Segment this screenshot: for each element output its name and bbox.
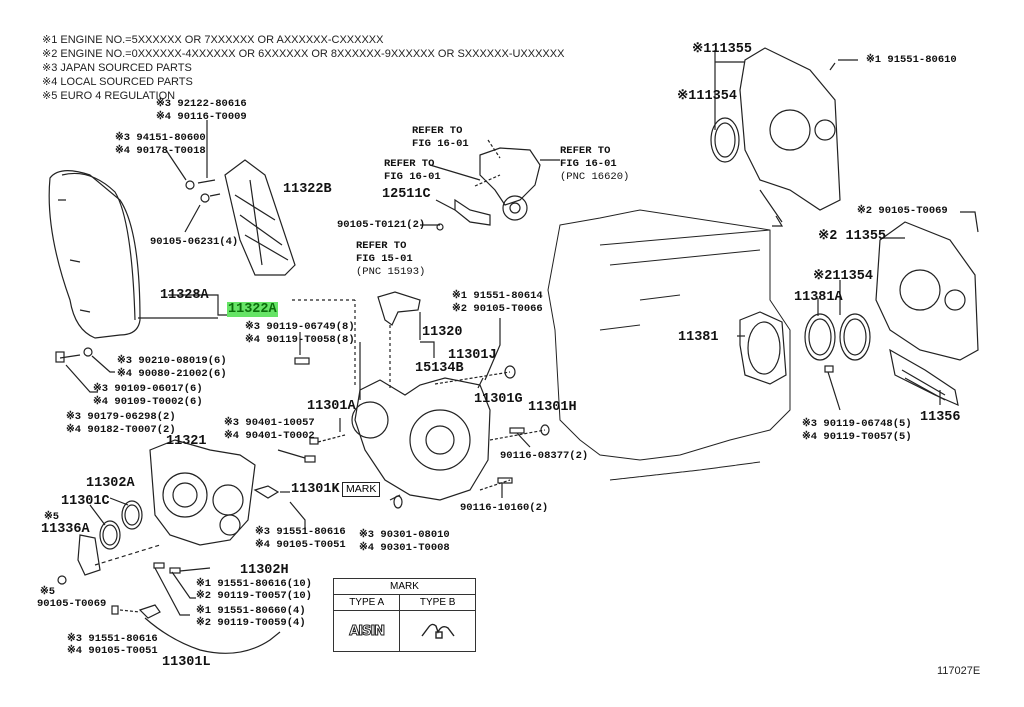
timing-case-drawing xyxy=(351,377,491,501)
part-label-90182-t0007[interactable]: ※4 90182-T0007(2) xyxy=(66,424,176,436)
part-label-90105-t0069-left[interactable]: 90105-T0069 xyxy=(37,598,107,610)
end-plate-11355-top-drawing xyxy=(739,47,841,211)
part-label-90109-06017[interactable]: ※3 90109-06017(6) xyxy=(93,383,203,395)
part-label-90116-08377[interactable]: 90116-08377(2) xyxy=(500,450,589,462)
mark-type-b-header: TYPE B xyxy=(399,594,476,611)
part-label-90119-06749[interactable]: ※3 90119-06749(8) xyxy=(245,321,355,333)
part-label-11301c[interactable]: 11301C xyxy=(61,494,110,509)
part-label-11302a[interactable]: 11302A xyxy=(86,476,135,491)
part-label-11301j[interactable]: 11301J xyxy=(448,348,497,363)
mark-legend-table: MARK TYPE A TYPE B AISIN xyxy=(332,578,476,652)
cover-11322b-drawing xyxy=(224,159,296,276)
part-label-90109-t0002[interactable]: ※4 90109-T0002(6) xyxy=(93,396,203,408)
mark-type-a-header: TYPE A xyxy=(332,594,401,611)
part-label-11336a-note: ※5 xyxy=(44,511,60,523)
part-label-90401-10057[interactable]: ※3 90401-10057 xyxy=(224,417,315,429)
note-4: ※4 LOCAL SOURCED PARTS xyxy=(42,76,193,88)
part-label-90105-06231[interactable]: 90105-06231(4) xyxy=(150,236,239,248)
part-label-11336a[interactable]: 11336A xyxy=(41,522,90,537)
end-plate-11355-bottom-drawing xyxy=(875,221,979,361)
part-label-90301-t0008[interactable]: ※4 90301-T0008 xyxy=(359,542,450,554)
part-label-11320[interactable]: 11320 xyxy=(422,325,463,340)
part-label-11355-top[interactable]: ※111355 xyxy=(692,42,752,57)
part-label-11354-top[interactable]: ※111354 xyxy=(677,89,737,104)
part-label-90401-t0002[interactable]: ※4 90401-T0002 xyxy=(224,430,315,442)
part-label-90105-t0051-b[interactable]: ※4 90105-T0051 xyxy=(255,539,346,551)
timing-belt-cover-drawing xyxy=(48,170,141,339)
part-label-90105-t0069-right[interactable]: ※2 90105-T0069 xyxy=(857,205,948,217)
type-b-logo-icon xyxy=(399,610,476,652)
part-label-11302h[interactable]: 11302H xyxy=(240,563,289,578)
part-label-90105-t0069-note: ※5 xyxy=(40,586,56,598)
part-label-11322b[interactable]: 11322B xyxy=(283,182,332,197)
part-label-91551-80616-10[interactable]: ※1 91551-80616(10) xyxy=(196,578,312,590)
part-label-90080-21002[interactable]: ※4 90080-21002(6) xyxy=(117,368,227,380)
note-1: ※1 ENGINE NO.=5XXXXXX OR 7XXXXXX OR AXXX… xyxy=(42,34,384,46)
part-label-92122-80616[interactable]: ※3 92122-80616 xyxy=(156,98,247,110)
part-label-90119-06748[interactable]: ※3 90119-06748(5) xyxy=(802,418,912,430)
part-label-11328a[interactable]: 11328A xyxy=(160,288,209,303)
part-label-11321[interactable]: 11321 xyxy=(166,434,207,449)
engine-block-drawing xyxy=(547,209,791,481)
part-label-90119-t0058[interactable]: ※4 90119-T0058(8) xyxy=(245,334,355,346)
part-label-90119-t0057-5[interactable]: ※4 90119-T0057(5) xyxy=(802,431,912,443)
part-label-91551-80616-b[interactable]: ※3 91551-80616 xyxy=(255,526,346,538)
part-label-90301-08010[interactable]: ※3 90301-08010 xyxy=(359,529,450,541)
engine-notes: ※1 ENGINE NO.=5XXXXXX OR 7XXXXXX OR AXXX… xyxy=(42,33,564,103)
mark-table-title: MARK xyxy=(333,578,476,595)
mark-tag: MARK xyxy=(342,482,381,497)
note-3: ※3 JAPAN SOURCED PARTS xyxy=(42,62,192,74)
part-label-11356[interactable]: 11356 xyxy=(920,410,961,425)
part-label-91551-80614[interactable]: ※1 91551-80614 xyxy=(452,290,543,302)
part-label-11301a[interactable]: 11301A xyxy=(307,399,356,414)
part-label-90116-t0009[interactable]: ※4 90116-T0009 xyxy=(156,111,247,123)
oil-pump-housing-drawing xyxy=(149,439,256,546)
part-label-90178-t0018[interactable]: ※4 90178-T0018 xyxy=(115,145,206,157)
part-label-90116-10160[interactable]: 90116-10160(2) xyxy=(460,502,549,514)
part-label-90179-06298[interactable]: ※3 90179-06298(2) xyxy=(66,411,176,423)
part-label-91551-80660[interactable]: ※1 91551-80660(4) xyxy=(196,605,306,617)
aisin-logo-icon: AISIN xyxy=(332,610,401,652)
part-label-11301l[interactable]: 11301L xyxy=(162,655,211,670)
part-label-90105-t0066[interactable]: ※2 90105-T0066 xyxy=(452,303,543,315)
part-label-11301g[interactable]: 11301G xyxy=(474,392,523,407)
part-label-90105-t0121[interactable]: 90105-T0121(2) xyxy=(337,219,426,231)
part-label-11301k[interactable]: 11301K xyxy=(291,482,340,497)
belt-tensioner-bracket-drawing xyxy=(454,147,541,226)
part-label-90105-t0051-a[interactable]: ※4 90105-T0051 xyxy=(67,645,158,657)
part-label-90119-t0057-10[interactable]: ※2 90119-T0057(10) xyxy=(196,590,312,602)
part-label-11354-bottom[interactable]: ※211354 xyxy=(813,269,873,284)
part-label-90119-t0059[interactable]: ※2 90119-T0059(4) xyxy=(196,617,306,629)
part-label-11322a-highlighted[interactable]: 11322A xyxy=(227,302,278,317)
note-5: ※5 EURO 4 REGULATION xyxy=(42,90,176,102)
figure-code: 117027E xyxy=(937,665,981,677)
note-2: ※2 ENGINE NO.=0XXXXXX-4XXXXXX OR 6XXXXXX… xyxy=(42,48,565,60)
part-label-91551-80610[interactable]: ※1 91551-80610 xyxy=(866,54,957,66)
part-label-15134b[interactable]: 15134B xyxy=(415,361,464,376)
part-label-12511c[interactable]: 12511C xyxy=(382,187,431,202)
part-label-11355-bottom[interactable]: ※2 11355 xyxy=(818,229,887,244)
part-label-11381[interactable]: 11381 xyxy=(678,330,719,345)
part-label-91551-80616-a[interactable]: ※3 91551-80616 xyxy=(67,633,158,645)
part-label-11301h[interactable]: 11301H xyxy=(528,400,577,415)
part-label-94151-80600[interactable]: ※3 94151-80600 xyxy=(115,132,206,144)
part-label-11381a[interactable]: 11381A xyxy=(794,290,843,305)
part-label-90210-08019[interactable]: ※3 90210-08019(6) xyxy=(117,355,227,367)
